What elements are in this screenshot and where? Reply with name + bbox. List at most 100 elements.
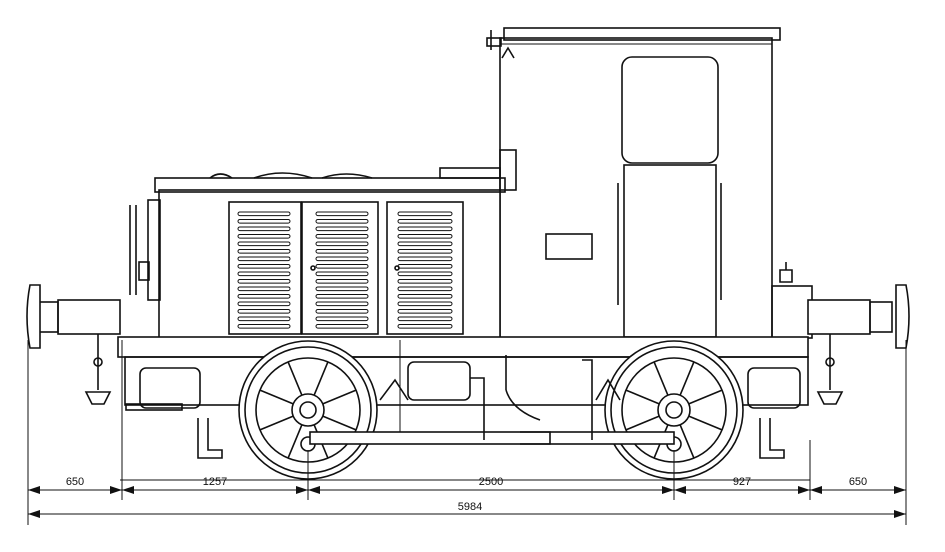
louvre-slat: [397, 316, 453, 322]
wheel-hub: [657, 393, 691, 427]
louvre-slat: [397, 219, 453, 224]
dimension-label: 2500: [479, 476, 503, 488]
radiator-grille: [147, 199, 161, 301]
louvre-slat: [237, 294, 291, 299]
louvre-slat: [237, 271, 291, 277]
arrowhead-icon: [296, 486, 308, 494]
arrowhead-icon: [122, 486, 134, 494]
louvre-slat: [315, 264, 369, 269]
door-handle-icon: [394, 265, 400, 271]
louvre-slat: [315, 324, 369, 329]
coupling-rod: [309, 359, 675, 445]
arrowhead-icon: [810, 486, 822, 494]
dimension-left-overhang: 1257: [122, 476, 308, 494]
arrowhead-icon: [662, 486, 674, 494]
louvre-slat: [397, 256, 453, 262]
cab-lamp-icon: [779, 269, 793, 283]
overall-dimension-label: 5984: [458, 501, 482, 513]
louvre-slat: [315, 249, 369, 254]
louvre-slat: [397, 294, 453, 299]
louvre-slat: [397, 279, 453, 284]
arrowhead-icon: [894, 510, 906, 518]
arrowhead-icon: [308, 486, 320, 494]
dimension-lines: 650 1257 2500 927 650 5984: [27, 340, 907, 525]
louvre-slat: [237, 256, 291, 262]
extension-lines: [27, 340, 907, 525]
wheel-spoke: [322, 389, 357, 405]
wheel-spoke: [322, 415, 357, 431]
louvre-panel-2: [301, 201, 379, 335]
louvre-slat: [237, 324, 291, 329]
louvre-slat: [237, 301, 291, 307]
number-plate: [545, 233, 593, 260]
louvre-slat: [397, 241, 453, 247]
dimension-label: 650: [66, 476, 84, 488]
louvre-slat: [315, 279, 369, 284]
louvre-slat: [237, 316, 291, 322]
wheel-spoke: [653, 361, 669, 396]
louvre-slat: [397, 324, 453, 329]
overall-dimension: 5984: [28, 501, 906, 518]
louvre-slat: [315, 301, 369, 307]
louvre-slat: [397, 234, 453, 239]
louvre-slat: [237, 264, 291, 269]
dimension-left-buffer: 650: [28, 476, 122, 494]
louvre-slat: [315, 316, 369, 322]
wheel-hub: [291, 393, 325, 427]
louvre-slat: [237, 309, 291, 314]
right-buffer: [807, 284, 910, 405]
louvre-slat: [315, 211, 369, 217]
arrowhead-icon: [28, 486, 40, 494]
louvre-slat: [397, 226, 453, 232]
wheel-spoke: [259, 415, 294, 431]
wheel-spoke: [679, 424, 695, 459]
arrowhead-icon: [894, 486, 906, 494]
louvre-panel-3: [386, 201, 464, 335]
arrowhead-icon: [110, 486, 122, 494]
louvre-slat: [315, 226, 369, 232]
louvre-panels: [228, 201, 464, 335]
arrowhead-icon: [28, 510, 40, 518]
louvre-slat: [397, 301, 453, 307]
louvre-slat: [315, 234, 369, 239]
louvre-slat: [237, 249, 291, 254]
louvre-slat: [315, 256, 369, 262]
louvre-slat: [397, 309, 453, 314]
dimension-wheelbase: 2500: [308, 476, 674, 494]
wheel-spoke: [259, 389, 294, 405]
dimension-right-overhang: 927: [674, 476, 810, 494]
louvre-panel-1: [228, 201, 302, 335]
louvre-slat: [397, 286, 453, 292]
wheel-spoke: [313, 361, 329, 396]
wheel-spoke: [688, 389, 723, 405]
louvre-slat: [397, 249, 453, 254]
louvre-slat: [397, 211, 453, 217]
dimension-label: 1257: [203, 476, 227, 488]
dimension-label: 927: [733, 476, 751, 488]
dimension-right-buffer: 650: [810, 476, 906, 494]
louvre-slat: [397, 271, 453, 277]
louvre-slat: [315, 309, 369, 314]
cab: [486, 27, 813, 339]
louvre-slat: [315, 286, 369, 292]
louvre-slat: [237, 219, 291, 224]
louvre-slat: [237, 241, 291, 247]
louvre-slat: [315, 294, 369, 299]
wheel-spoke: [688, 415, 723, 431]
louvre-slat: [237, 226, 291, 232]
left-buffer: [26, 284, 121, 405]
wheel-spoke: [625, 415, 660, 431]
dimension-label: 650: [849, 476, 867, 488]
wheel-spoke: [287, 361, 303, 396]
louvre-slat: [315, 271, 369, 277]
louvre-slat: [237, 234, 291, 239]
wheel-spoke: [625, 389, 660, 405]
louvre-slat: [237, 211, 291, 217]
louvre-slat: [315, 241, 369, 247]
wheel-sets: [238, 340, 744, 480]
louvre-slat: [237, 286, 291, 292]
door-handle-icon: [310, 265, 316, 271]
louvre-slat: [237, 279, 291, 284]
cab-window: [621, 56, 719, 164]
